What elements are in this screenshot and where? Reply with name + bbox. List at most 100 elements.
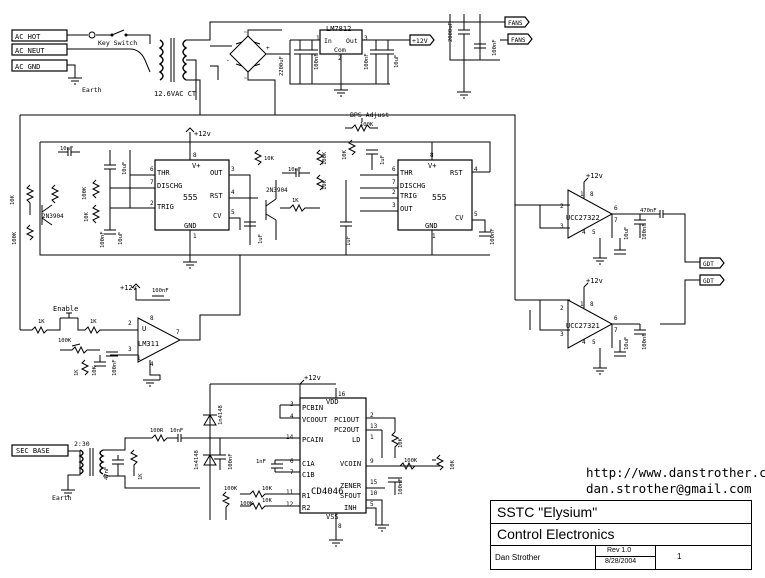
svg-text:100nF: 100nF [642, 333, 648, 350]
svg-text:4: 4 [290, 413, 294, 420]
svg-text:GDT: GDT [703, 261, 714, 268]
ac-hot-label: AC HOT [15, 33, 41, 41]
svg-text:GDT: GDT [703, 278, 714, 285]
svg-text:16: 16 [338, 391, 346, 398]
svg-text:R2: R2 [302, 504, 310, 512]
svg-text:1n4148: 1n4148 [218, 405, 224, 425]
svg-text:LD: LD [352, 436, 360, 444]
svg-text:1K: 1K [90, 319, 97, 325]
svg-text:10uF: 10uF [122, 162, 128, 175]
svg-text:+12v: +12v [304, 374, 321, 382]
svg-text:100K: 100K [404, 458, 418, 464]
timer1-name: 555 [183, 193, 198, 202]
svg-text:8: 8 [590, 301, 594, 308]
svg-text:11: 11 [286, 489, 294, 496]
svg-text:PCAIN: PCAIN [302, 436, 323, 444]
sheet-number: 1 [677, 552, 682, 561]
svg-text:PC1OUT: PC1OUT [334, 416, 360, 424]
svg-text:100K: 100K [58, 338, 72, 344]
svg-text:V+: V+ [428, 162, 436, 170]
ac-gnd-label: AC GND [15, 63, 40, 71]
transistor2-label: 2N3904 [266, 187, 288, 194]
svg-text:1nF: 1nF [256, 459, 266, 465]
svg-text:100K: 100K [82, 186, 88, 200]
sheet-title: Control Electronics [497, 526, 615, 542]
svg-text:8: 8 [338, 523, 342, 530]
svg-text:THR: THR [157, 169, 170, 177]
ground-icon [68, 77, 82, 85]
svg-text:3: 3 [231, 166, 235, 173]
svg-text:2: 2 [338, 55, 342, 62]
gdt-connector-2 [699, 274, 725, 286]
svg-text:10nF: 10nF [60, 146, 73, 152]
ucc27321-driver [567, 299, 614, 349]
svg-text:10uF: 10uF [394, 55, 400, 68]
svg-text:13: 13 [370, 423, 378, 430]
svg-text:15: 15 [370, 479, 378, 486]
svg-text:VDD: VDD [326, 398, 339, 406]
svg-text:10uF: 10uF [118, 232, 124, 245]
svg-text:C1B: C1B [302, 471, 315, 479]
svg-text:47nF: 47nF [104, 467, 110, 480]
svg-text:1: 1 [580, 301, 584, 308]
svg-text:5: 5 [592, 229, 596, 236]
svg-text:Com: Com [334, 46, 346, 54]
svg-text:7: 7 [392, 179, 396, 186]
svg-text:Out: Out [346, 37, 358, 45]
svg-text:100nF: 100nF [100, 231, 106, 248]
email-address[interactable]: dan.strother@gmail.com [586, 481, 752, 496]
svg-text:100K: 100K [240, 501, 254, 507]
svg-text:1: 1 [580, 191, 584, 198]
svg-text:1: 1 [316, 35, 320, 42]
svg-text:8: 8 [193, 152, 197, 159]
author-name: Dan Strother [495, 553, 541, 562]
svg-text:100K: 100K [12, 231, 18, 245]
enable-switch-icon [60, 312, 78, 319]
svg-text:10K: 10K [262, 486, 273, 492]
svg-text:In: In [324, 37, 332, 45]
ground-icon [61, 489, 75, 497]
svg-text:100K: 100K [224, 486, 238, 492]
svg-text:+12v: +12v [586, 172, 603, 180]
website-url[interactable]: http://www.danstrother.com [586, 465, 765, 480]
ac-input-section: AC HOT AC NEUT AC GND Key Switch Earth 1… [11, 21, 500, 115]
cap-2200uf-label: 2200uF [279, 56, 285, 76]
svg-text:DISCHG: DISCHG [400, 182, 425, 190]
earth-label-2: Earth [52, 494, 72, 502]
svg-text:10uF: 10uF [624, 227, 630, 240]
svg-text:VSS: VSS [326, 513, 339, 521]
ground-icon [457, 91, 471, 99]
pll-section: +12v VDD PCBIN VCOOUT PCAIN C1A C1B R1 R… [209, 374, 456, 547]
svg-text:1n4148: 1n4148 [194, 450, 200, 470]
svg-text:1uF: 1uF [258, 234, 264, 244]
svg-text:TRIG: TRIG [157, 203, 174, 211]
bps-adjust-label: BPS Adjust [350, 111, 389, 119]
svg-text:2: 2 [392, 189, 396, 196]
timer2-555 [397, 159, 473, 231]
svg-text:5: 5 [592, 339, 596, 346]
svg-text:4: 4 [150, 361, 154, 368]
regulator-section: LM7812 In Out Com 1 3 2 2200uF 100nF 100… [279, 25, 435, 97]
ground-icon [143, 379, 157, 387]
svg-text:10K: 10K [342, 149, 348, 160]
transformer-primary-icon [158, 39, 164, 81]
svg-text:+12v: +12v [586, 277, 603, 285]
svg-text:C1A: C1A [302, 460, 315, 468]
fans-section: 2000uF 100nF FANS FANS [448, 14, 533, 99]
svg-text:6: 6 [150, 166, 154, 173]
cd4046-pll [299, 397, 367, 514]
svg-text:8: 8 [590, 191, 594, 198]
svg-text:DISCHG: DISCHG [157, 182, 182, 190]
ground-icon [183, 261, 197, 269]
ground-icon [334, 89, 348, 97]
svg-text:GND: GND [184, 222, 197, 230]
svg-text:5: 5 [474, 211, 478, 218]
svg-text:1: 1 [432, 233, 436, 240]
svg-text:+12V: +12V [412, 37, 428, 45]
svg-text:RST: RST [450, 169, 463, 177]
svg-text:100R: 100R [150, 428, 164, 434]
svg-text:~: ~ [244, 76, 247, 82]
ac-neut-label: AC NEUT [15, 47, 45, 55]
svg-text:4: 4 [231, 189, 235, 196]
svg-text:1: 1 [137, 355, 141, 362]
